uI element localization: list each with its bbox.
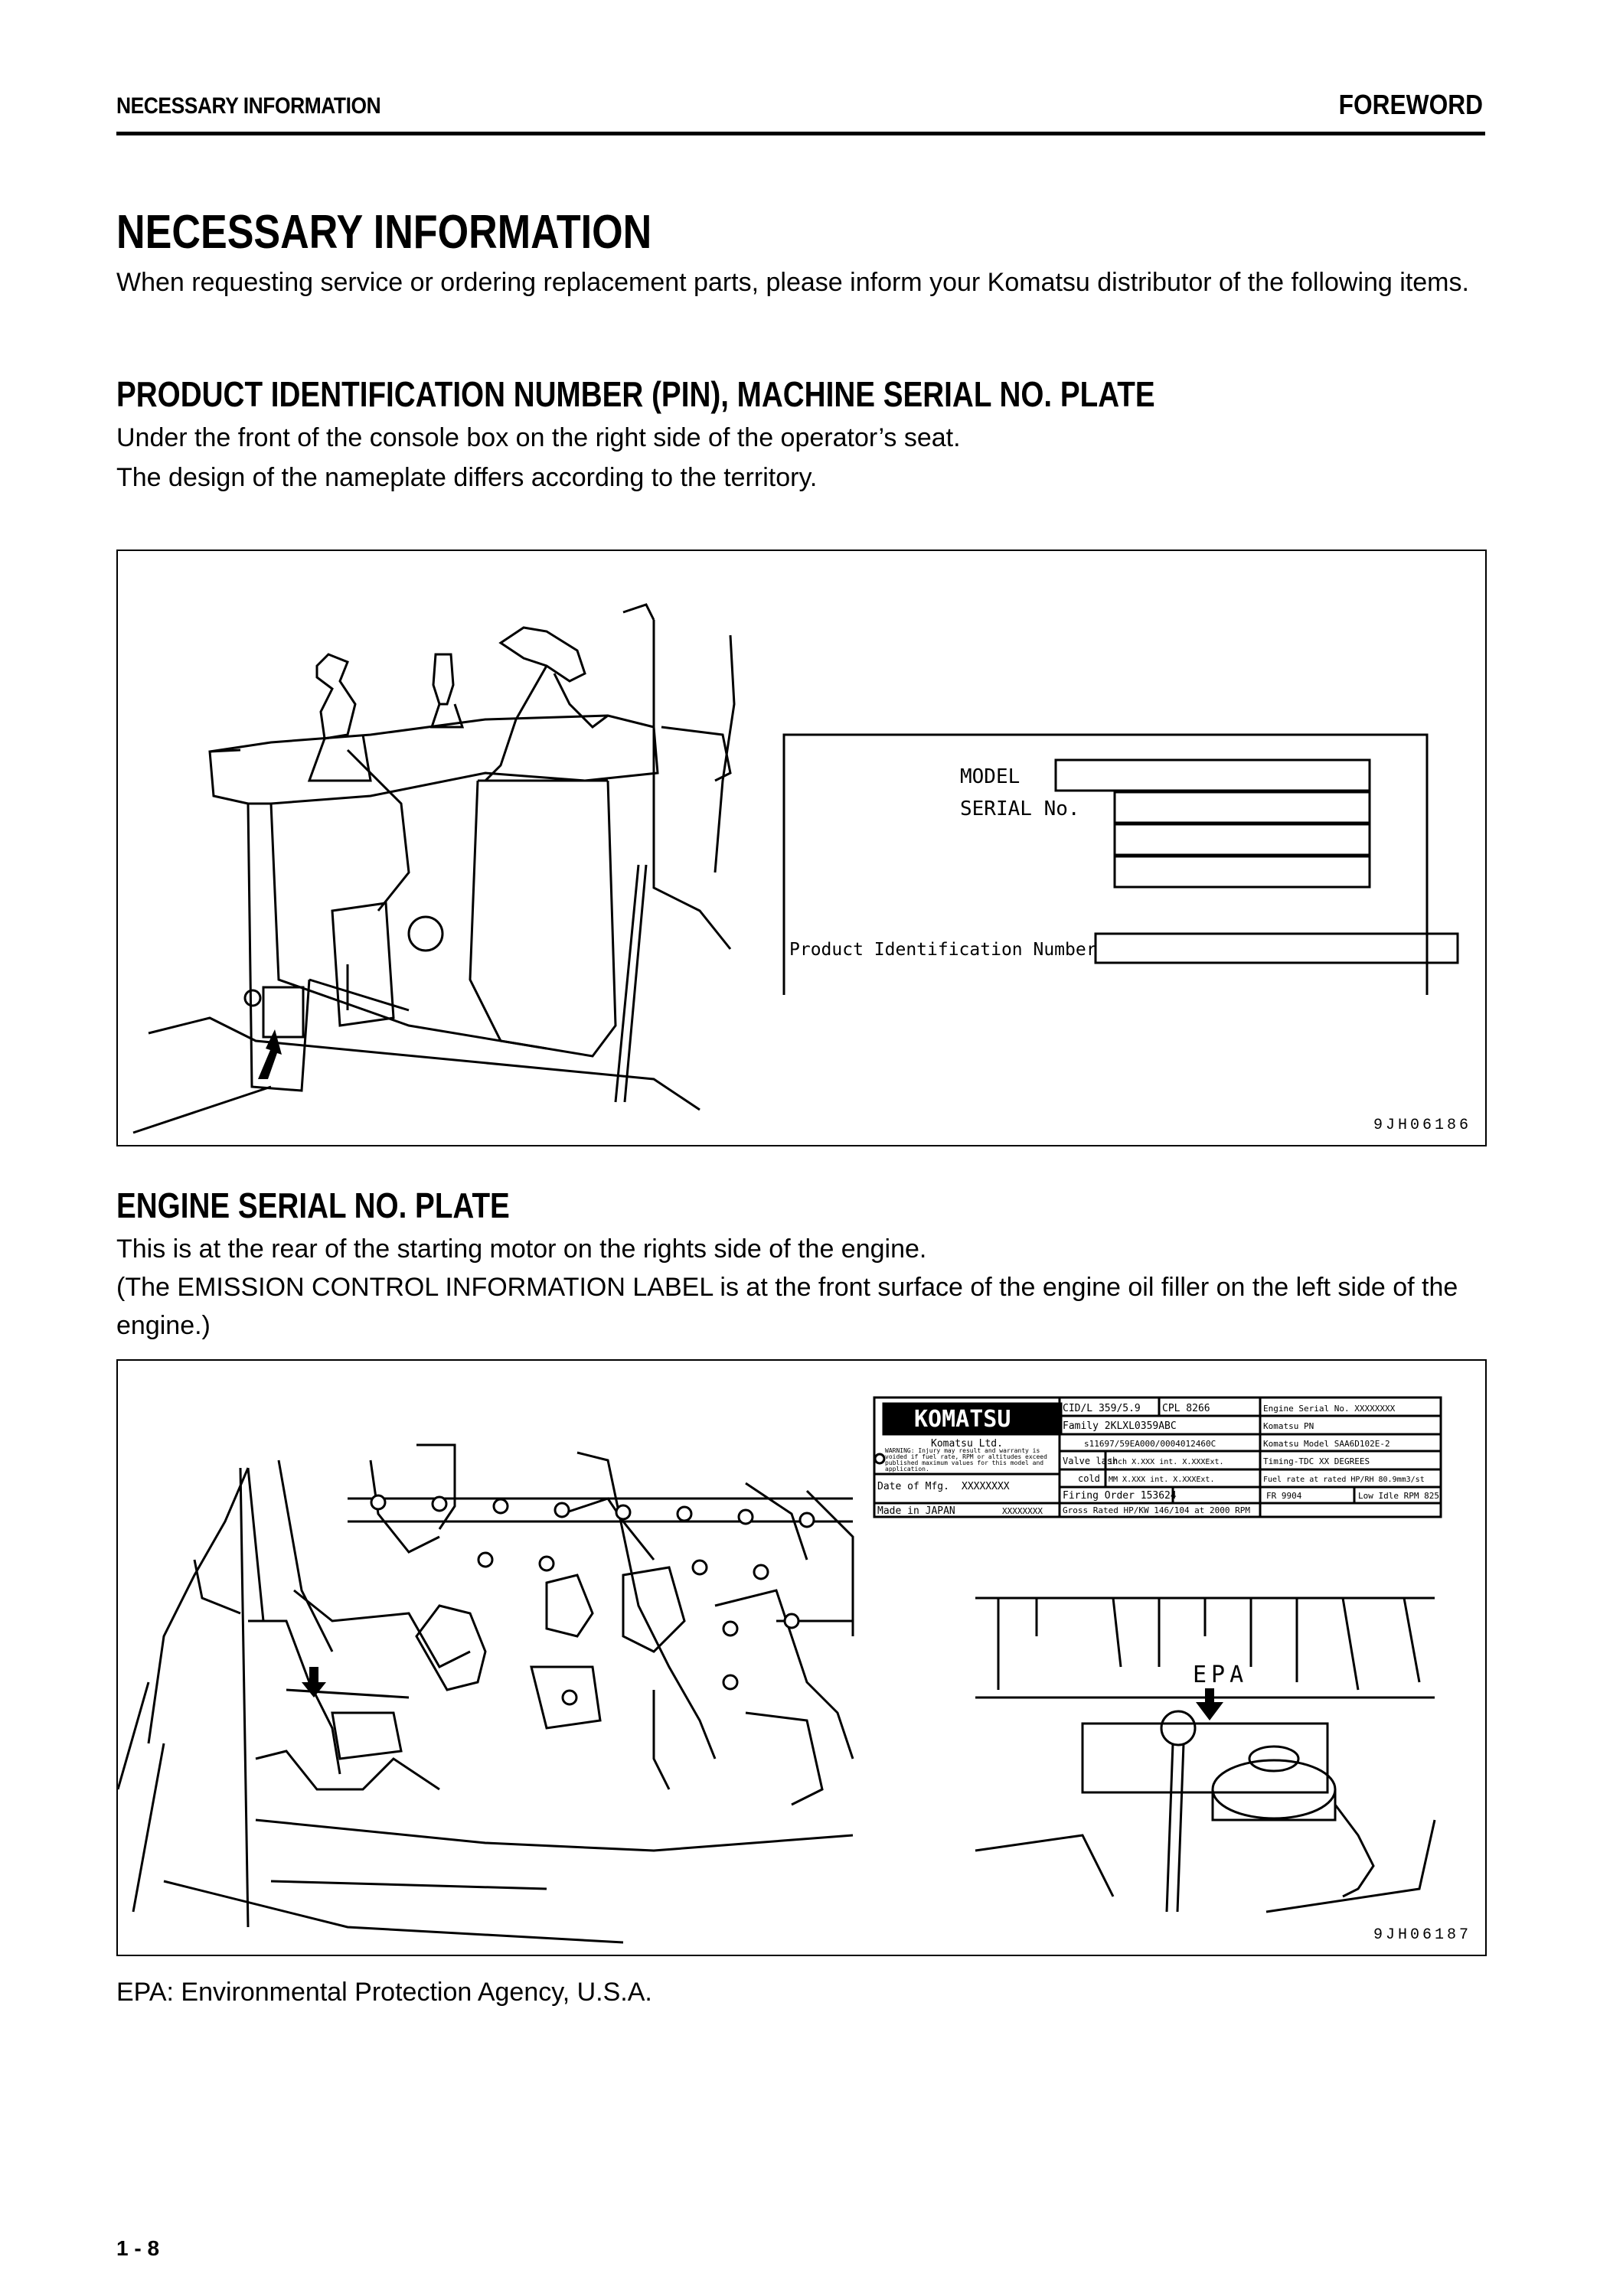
label-made-in: Made in JAPAN [877,1505,955,1517]
label-komatsu-pn: Komatsu PN [1263,1421,1314,1431]
figure-id: 9JH06186 [1373,1117,1471,1134]
epa-marker: EPA [1193,1662,1248,1688]
figure-id: 9JH06187 [1373,1926,1471,1944]
plate-serial-label: SERIAL No. [960,797,1080,820]
label-valve-inch: inch X.XXX int. X.XXXExt. [1109,1458,1224,1466]
label-cold: cold [1078,1473,1100,1484]
console-illustration: MODEL SERIAL No. Product Identification … [132,603,1459,1134]
label-cid: CID/L 359/5.9 [1063,1403,1141,1414]
pin-location-text: Under the front of the console box on th… [116,423,961,452]
label-gross-rated: Gross Rated HP/KW 146/104 at 2000 RPM [1063,1505,1250,1515]
pin-design-text: The design of the nameplate differs acco… [116,463,818,492]
pin-figure: MODEL SERIAL No. Product Identification … [116,550,1487,1146]
arrow-icon [302,1667,326,1698]
running-header-section: NECESSARY INFORMATION [116,93,381,119]
plate-model-label: MODEL [960,765,1020,788]
emission-label-text: (The EMISSION CONTROL INFORMATION LABEL … [116,1273,1458,1340]
arrow-icon [258,1029,282,1079]
label-made-value: XXXXXXXX [1002,1506,1043,1516]
engine-figure: KOMATSU Komatsu Ltd. WARNING: Injury may… [116,1359,1487,1956]
running-header-chapter: FOREWORD [1338,89,1483,120]
page-title: NECESSARY INFORMATION [116,206,652,259]
label-company: Komatsu Ltd. [931,1438,1003,1450]
label-cert: s11697/59EA000/0004012460C [1084,1439,1216,1449]
label-cpl: CPL 8266 [1162,1403,1210,1414]
engine-serial-plate [873,1396,1442,1518]
engine-location-text: This is at the rear of the starting moto… [116,1234,927,1264]
label-family: Family 2KLXL0359ABC [1063,1420,1177,1432]
engine-illustration: KOMATSU Komatsu Ltd. WARNING: Injury may… [118,1396,1442,1944]
label-warning: WARNING: Injury may result and warranty … [885,1448,1047,1473]
label-fr: FR 9904 [1266,1491,1302,1501]
label-valve-lash: Valve lash [1063,1456,1118,1466]
pin-section-heading: PRODUCT IDENTIFICATION NUMBER (PIN), MAC… [116,374,1155,414]
arrow-icon [1196,1688,1223,1720]
engine-section-heading: ENGINE SERIAL NO. PLATE [116,1186,510,1225]
header-rule [116,132,1485,135]
label-valve-mm: MM X.XXX int. X.XXXExt. [1109,1476,1214,1484]
page-number: 1 - 8 [116,2236,160,2260]
label-fuel-rate: Fuel rate at rated HP/RH 80.9mm3/st [1263,1476,1425,1484]
label-timing: Timing-TDC XX DEGREES [1263,1456,1370,1466]
label-komatsu-model: Komatsu Model SAA6D102E-2 [1263,1439,1390,1449]
label-engine-serial: Engine Serial No. XXXXXXXX [1263,1404,1396,1414]
epa-note: EPA: Environmental Protection Agency, U.… [116,1978,652,2007]
intro-paragraph: When requesting service or ordering repl… [116,268,1469,297]
label-date-of-mfg: Date of Mfg. [877,1481,949,1492]
machine-serial-plate [782,733,1459,995]
plate-pin-label: Product Identification Number [789,940,1097,960]
label-firing-order: Firing Order 153624 [1063,1490,1177,1502]
label-date-value: XXXXXXXX [962,1481,1010,1492]
komatsu-logo: KOMATSU [914,1406,1011,1433]
label-low-idle: Low Idle RPM 825 [1358,1491,1439,1501]
